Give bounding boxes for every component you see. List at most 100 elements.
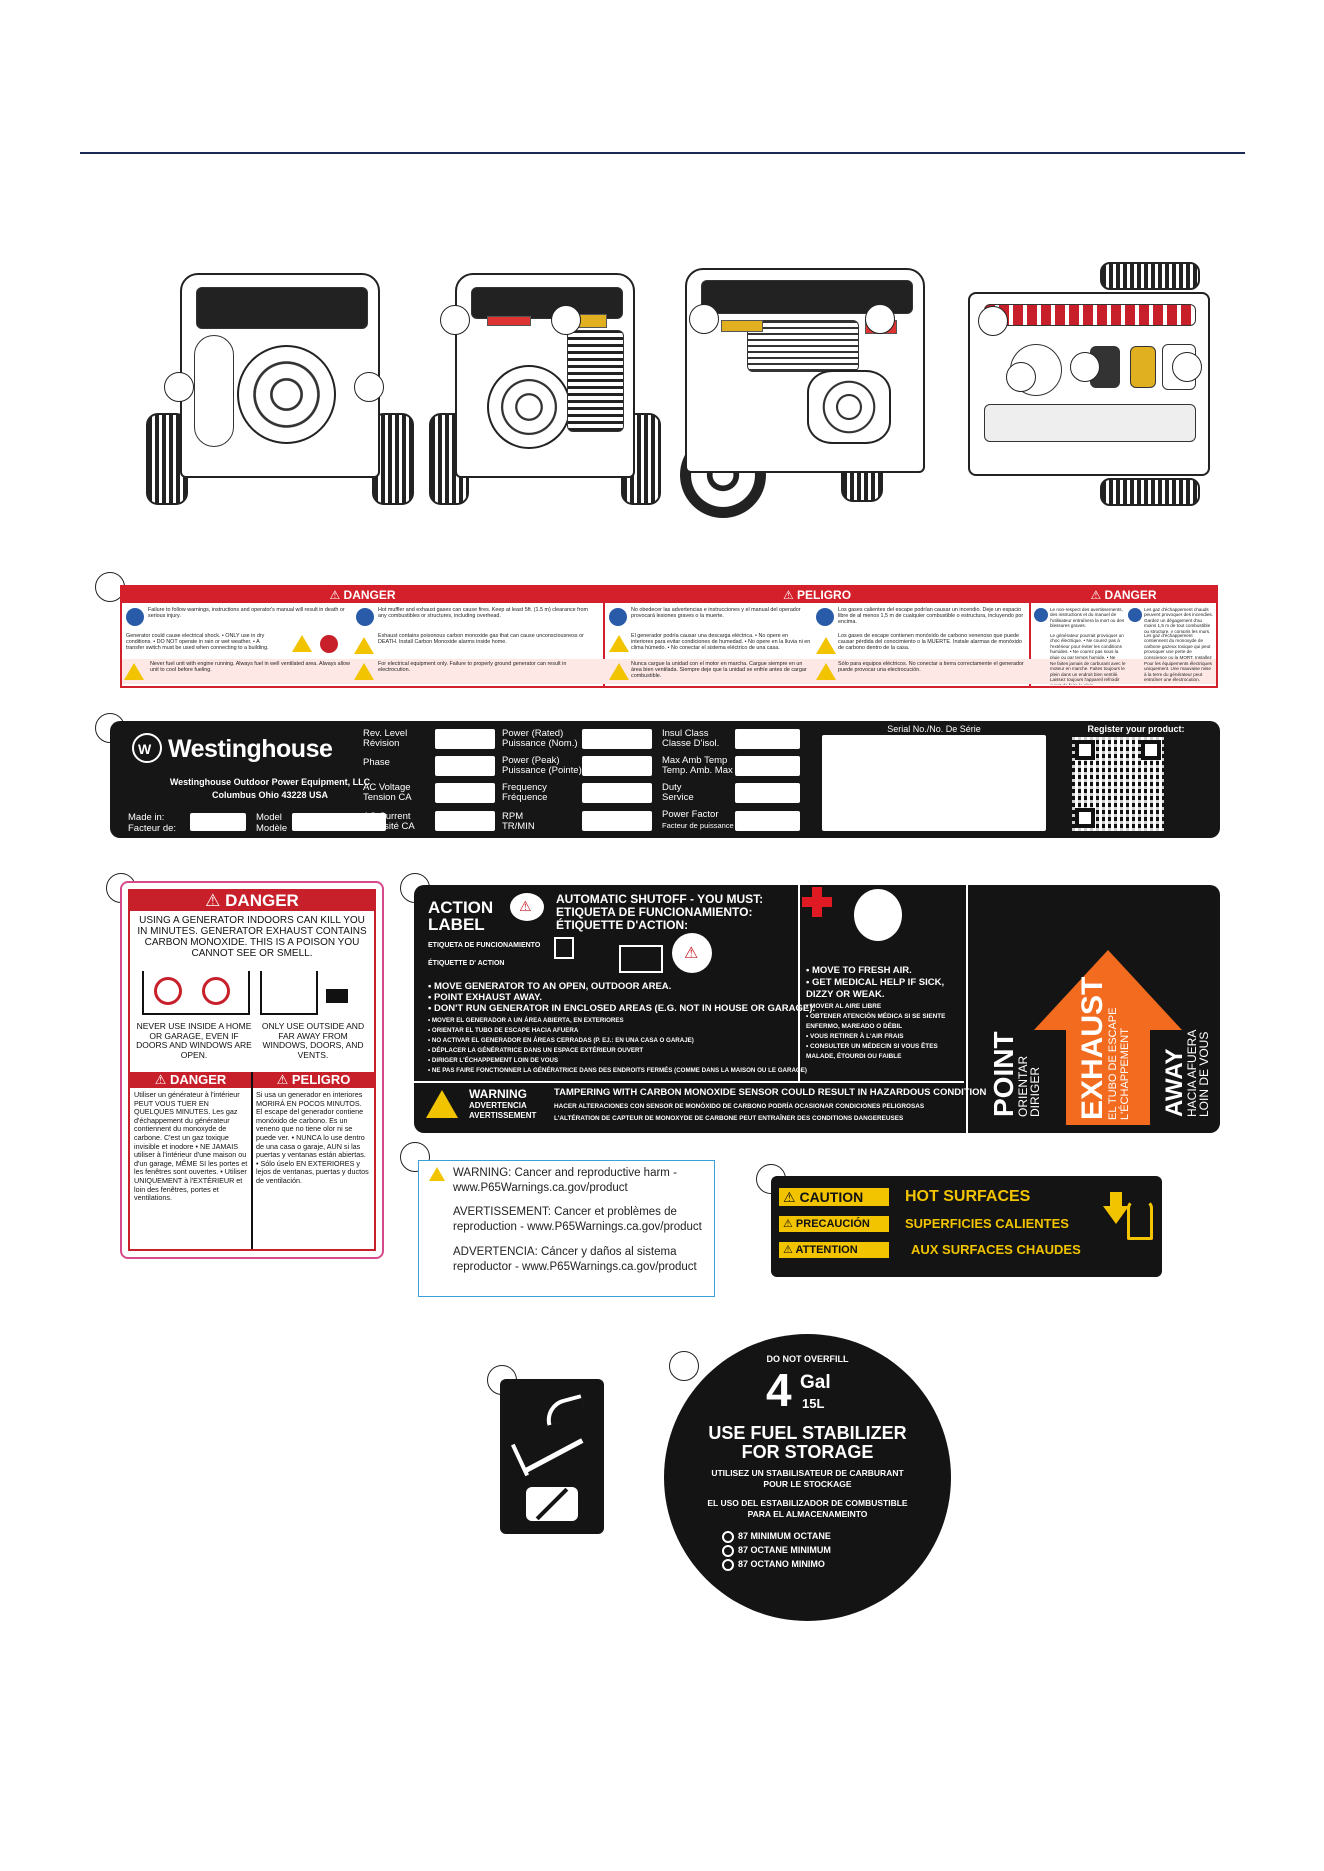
action-title: ACTION — [428, 898, 494, 917]
fuel-gallons-unit: Gal — [800, 1372, 831, 1393]
health-step: DIZZY OR WEAK. — [806, 989, 885, 1000]
only-use-outside-text: ONLY USE OUTSIDE AND FAR AWAY FROM WINDO… — [261, 1021, 365, 1060]
action-step: • DON'T RUN GENERATOR IN ENCLOSED AREAS … — [428, 1003, 816, 1014]
co-danger-intro: USING A GENERATOR INDOORS CAN KILL YOU I… — [137, 915, 367, 959]
health-step: • VOUS RETIRER À L'AIR FRAIS — [806, 1033, 904, 1040]
callout-circle — [440, 305, 470, 335]
callout-circle — [551, 305, 581, 335]
danger-text: Ne faites jamais de carburant avec le mo… — [1050, 661, 1126, 685]
danger-text: Generator could cause electrical shock. … — [126, 633, 269, 652]
exhaust-arrow-icon — [1034, 950, 1182, 1030]
exhaust-text: EXHAUST — [1076, 976, 1109, 1120]
spec-label: Power Factor — [662, 809, 719, 820]
generator-right-side-view — [665, 262, 950, 518]
westinghouse-logo-icon: W — [132, 733, 162, 763]
overfill-text: DO NOT OVERFILL — [766, 1354, 849, 1364]
company-name: Westinghouse Outdoor Power Equipment, LL… — [169, 777, 371, 787]
co-warning-icon — [354, 637, 374, 654]
generator-control-panel-view — [960, 262, 1220, 508]
danger-text: Les gaz d'échappement contiennent du mon… — [1144, 633, 1212, 659]
fuel-pump-icon — [722, 1545, 734, 1557]
hand-heat-icon — [1127, 1200, 1153, 1240]
action-title-fr: ÉTIQUETTE D' ACTION — [428, 960, 505, 967]
action-step: • DIRIGER L'ÉCHAPPEMENT LOIN DE VOUS — [428, 1057, 559, 1064]
danger-text: For electrical equipment only. Failure t… — [378, 661, 567, 674]
callout-circle — [1006, 362, 1036, 392]
fire-icon — [1128, 608, 1142, 622]
spec-label: RPM — [502, 811, 524, 822]
danger-text: Hot muffler and exhaust gases can cause … — [378, 607, 588, 620]
manual-icon — [126, 608, 144, 626]
hot-surfaces-text-fr: AUX SURFACES CHAUDES — [911, 1242, 1081, 1257]
fuel-stabilizer-text: USE FUEL STABILIZER — [708, 1423, 907, 1443]
co-danger-text-fr: Utiliser un générateur à l'intérieur PEU… — [134, 1090, 248, 1203]
danger-text: Le générateur pourrait provoquer un choc… — [1050, 633, 1124, 659]
made-in-label-fr: Facteur de: — [128, 823, 177, 834]
shock-warning-icon — [609, 635, 629, 652]
spec-label: Power (Rated) — [502, 728, 564, 739]
prop65-label: WARNING: Cancer and reproductive harm - … — [418, 1160, 715, 1297]
action-step: • POINT EXHAUST AWAY. — [428, 992, 543, 1003]
generator-icon — [619, 945, 663, 973]
shock-warning-icon — [292, 635, 312, 652]
serial-label: Serial No./No. De Série — [887, 724, 981, 734]
health-step: ENFERMO, MAREADO O DÉBIL — [806, 1023, 903, 1030]
action-step: • ORIENTAR EL TUBO DE ESCAPE HACIA AFUER… — [428, 1027, 579, 1034]
spec-label-fr: Fréquence — [502, 792, 548, 803]
auto-shutoff-title-es: ETIQUETA DE FUNCIONAMIENTO: — [556, 905, 753, 919]
spec-label-fr: Classe D'isol. — [662, 738, 720, 749]
model-field — [292, 813, 386, 831]
action-step: • NO ACTIVAR EL GENERADOR EN ÁREAS CERRA… — [428, 1037, 694, 1044]
spec-label-fr: Facteur de puissance — [662, 821, 734, 830]
spec-label: Max Amb Temp — [662, 755, 728, 766]
down-arrow-icon — [1103, 1206, 1129, 1224]
house-icon — [260, 971, 318, 1015]
serial-field — [822, 735, 1046, 831]
house-no-use-icon — [142, 971, 250, 1015]
tamper-warning-es: HACER ALTERACIONES CON SENSOR DE MONÓXID… — [554, 1103, 925, 1110]
fuel-stabilizer-text-fr: UTILISEZ UN STABILISATEUR DE CARBURANT — [711, 1468, 904, 1478]
point-text-fr: DIRIGER — [1028, 1066, 1042, 1117]
rating-label: W Westinghouse Westinghouse Outdoor Powe… — [110, 721, 1220, 838]
manual-icon — [609, 608, 627, 626]
action-title: LABEL — [428, 915, 485, 934]
fuel-gallons-number: 4 — [766, 1364, 792, 1416]
auto-shutoff-title: AUTOMATIC SHUTOFF - YOU MUST: — [556, 892, 764, 906]
fuel-stabilizer-text: FOR STORAGE — [741, 1442, 874, 1462]
health-step: • OBTENER ATENCIÓN MÉDICA SI SE SIENTE — [806, 1013, 946, 1020]
warning-title-es: ADVERTENCIA — [469, 1101, 527, 1110]
danger-text: Failure to follow warnings, instructions… — [148, 607, 345, 620]
spec-label-fr: Service — [662, 792, 694, 803]
generator-left-side-view — [425, 268, 665, 508]
no-hand-icon — [526, 1487, 578, 1521]
hot-surfaces-text-es: SUPERFICIES CALIENTES — [905, 1216, 1069, 1231]
ground-warning-icon — [354, 663, 374, 680]
exhaust-text-fr: L'ÉCHAPPEMENT — [1119, 1028, 1131, 1120]
warning-triangle-icon — [429, 1167, 445, 1181]
p65-text: reproductor - www.P65Warnings.ca.gov/pro… — [453, 1261, 697, 1273]
fuel-stabilizer-text-fr: POUR LE STOCKAGE — [763, 1479, 852, 1489]
warning-title: WARNING — [469, 1087, 527, 1101]
dizzy-face-icon — [854, 889, 902, 941]
lever-position-label — [500, 1379, 604, 1534]
fire-icon — [816, 608, 834, 626]
callout-circle — [689, 304, 719, 334]
spec-label: Duty — [662, 782, 682, 793]
danger-text: No obedecer las advertencias e instrucci… — [631, 607, 801, 620]
octane-text: 87 OCTANO MINIMO — [738, 1559, 825, 1569]
danger-text: Le non-respect des avertissements, des i… — [1050, 607, 1125, 629]
danger-text: Never fuel unit with engine running. Alw… — [150, 661, 350, 674]
danger-text: Exhaust contains poisonous carbon monoxi… — [378, 633, 584, 646]
co-danger-header-es: ⚠ PELIGRO — [253, 1072, 374, 1088]
fuel-stabilizer-text-es: EL USO DEL ESTABILIZADOR DE COMBUSTIBLE — [707, 1498, 908, 1508]
octane-text: 87 OCTANE MINIMUM — [738, 1545, 831, 1555]
fuel-pump-icon — [722, 1559, 734, 1571]
danger-text: Nunca cargue la unidad con el motor en m… — [631, 661, 807, 680]
brand-name: Westinghouse — [168, 735, 333, 763]
no-water-icon — [320, 635, 338, 653]
spec-label: AC Voltage — [363, 782, 411, 793]
auto-shutoff-title-fr: ÉTIQUETTE D'ACTION: — [556, 918, 689, 932]
callout-circle — [669, 1351, 699, 1381]
co-danger-header: ⚠ DANGER — [130, 891, 374, 911]
co-warning-icon — [816, 637, 836, 654]
